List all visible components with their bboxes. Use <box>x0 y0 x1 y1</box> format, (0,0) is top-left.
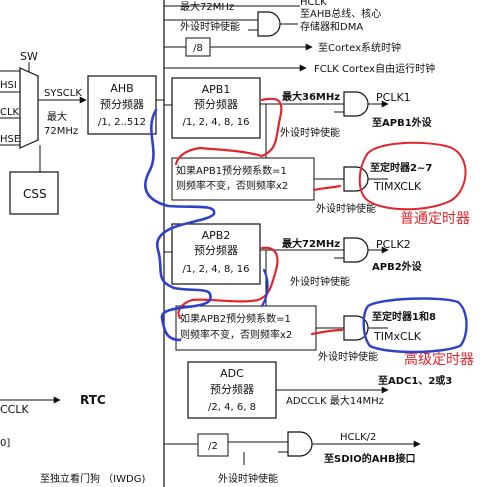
apb2-timer-periph-enable: 外设时钟使能 <box>318 350 378 363</box>
adc-title: ADC <box>220 367 244 380</box>
div2-block <box>197 433 229 457</box>
fclk-label: FCLK Cortex自由运行时钟 <box>314 62 435 75</box>
sysclk-label: SYSCLK <box>44 88 82 99</box>
apb1-divider: /1, 2, 4, 8, 16 <box>183 117 250 128</box>
div2-label: /2 <box>208 441 218 452</box>
apb1-timer-multiplier-block <box>171 157 315 201</box>
sysclk-mux <box>19 67 39 149</box>
to-apb1-label: 至APB1外设 <box>372 116 432 129</box>
apb2-prescaler-block <box>171 223 261 285</box>
to-apb2-label: APB2外设 <box>372 260 422 273</box>
red-circle-timer2-7 <box>358 141 467 211</box>
top-max-label: 最大72MHz <box>180 0 234 13</box>
apb1-subtitle: 预分频器 <box>194 97 238 111</box>
apb1-timer-note1: 如果APB1预分频系数=1 <box>176 164 287 177</box>
hclk-and-gate <box>257 11 281 37</box>
to-timer2-7-label: 至定时器2~7 <box>370 161 432 174</box>
apb2-divider: /1, 2, 4, 8, 16 <box>183 264 250 275</box>
ahb-subtitle: 预分频器 <box>100 97 144 111</box>
red-trace-apb1-out <box>312 184 342 192</box>
blue-trace-apb2-side <box>260 268 269 308</box>
bracket-label: 0] <box>0 438 10 449</box>
pclk1-label: PCLK1 <box>376 91 411 104</box>
hclk-label: HCLK <box>300 0 327 8</box>
timxclk-label: TIMXCLK <box>373 180 422 193</box>
css-label: CSS <box>23 187 47 201</box>
to-ahb-line1: 至AHB总线、核心 <box>300 7 381 20</box>
ahb-title: AHB <box>110 82 133 95</box>
to-timer1-8-label: 至定时器1和8 <box>372 310 436 323</box>
hclk2-label: HCLK/2 <box>340 432 376 443</box>
top-periph-enable: 外设时钟使能 <box>180 20 240 33</box>
div8-label: /8 <box>193 43 203 54</box>
pclk2-label: PCLK2 <box>376 238 411 251</box>
css-block <box>9 171 59 215</box>
red-trace-apb2 <box>177 246 279 320</box>
sysclk-max-value: 72MHz <box>44 126 78 137</box>
red-trace-apb2-out <box>310 328 344 336</box>
general-timer-annotation: 普通定时器 <box>400 211 470 227</box>
apb2-periph-enable: 外设时钟使能 <box>290 275 350 288</box>
pclk2-and-gate <box>343 237 369 263</box>
ahb-divider: /1, 2..512 <box>98 117 146 128</box>
advanced-timer-annotation: 高级定时器 <box>404 351 474 368</box>
sdio-and-gate <box>287 431 313 457</box>
adc-subtitle: 预分频器 <box>210 382 254 396</box>
hsi-label: HSI <box>0 80 17 91</box>
blue-circle-timer1-8 <box>362 297 468 354</box>
apb1-timer-periph-enable: 外设时钟使能 <box>316 202 376 215</box>
apb2-timer-note2: 则频率不变，否则频率x2 <box>180 328 292 341</box>
rtc-label: RTC <box>80 393 106 407</box>
apb2-title: APB2 <box>202 229 231 242</box>
sdio-periph-enable: 外设时钟使能 <box>218 472 278 485</box>
red-trace-apb1 <box>174 97 283 166</box>
blue-trace-ahb-to-apb <box>144 108 216 342</box>
apb2-timer-multiplier-block <box>175 305 317 351</box>
to-ahb-line2: 存储器和DMA <box>300 20 363 33</box>
hse-label: HSE <box>0 134 20 145</box>
adcclk-label: ADCCLK 最大14MHz <box>286 394 384 407</box>
pclk1-and-gate <box>343 91 369 117</box>
adc-prescaler-block <box>187 361 277 419</box>
timxclk2-label: TIMxCLK <box>373 330 422 343</box>
apb2-subtitle: 预分频器 <box>194 243 238 257</box>
apb2-timer-note1: 如果APB2预分频系数=1 <box>180 312 291 325</box>
sw-label: SW <box>20 50 38 63</box>
clk-label: CLK <box>0 107 20 118</box>
sysclk-max-label: 最大 <box>47 110 67 123</box>
to-adc-label: 至ADC1、2或3 <box>378 374 452 387</box>
to-sdio-label: 至SDIO的AHB接口 <box>324 452 415 465</box>
timxclk-and-gate <box>343 166 369 192</box>
apb1-periph-enable: 外设时钟使能 <box>280 126 340 139</box>
iwdg-label: 至独立看门狗 （IWDG) <box>40 472 145 485</box>
apb2-max-label: 最大72MHz <box>282 237 340 250</box>
ahb-prescaler-block <box>87 75 157 135</box>
to-cortex-label: 至Cortex系统时钟 <box>318 41 401 54</box>
adc-divider: /2, 4, 6, 8 <box>208 402 256 413</box>
apb1-title: APB1 <box>202 83 231 96</box>
apb1-prescaler-block <box>171 77 261 139</box>
cclk-label: CCLK <box>0 403 29 416</box>
apb1-timer-note2: 则频率不变，否则频率x2 <box>176 179 288 192</box>
apb1-max-label: 最大36MHz <box>282 90 340 103</box>
timxclk2-and-gate <box>343 315 369 341</box>
